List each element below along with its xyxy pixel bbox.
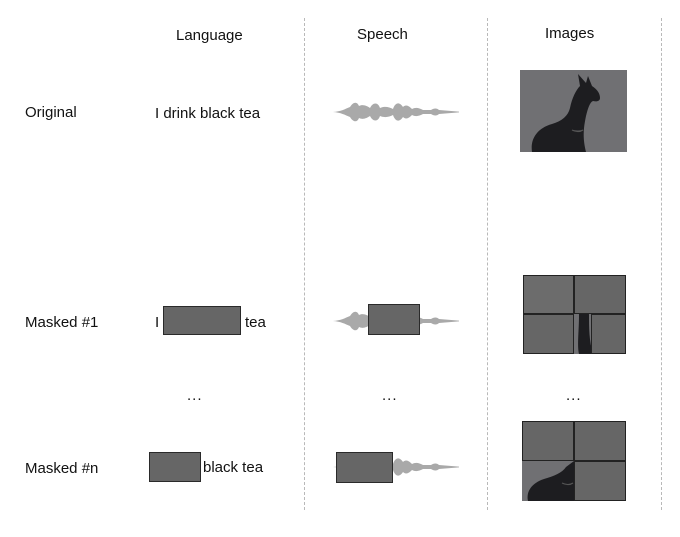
masked-1-word-before: I bbox=[155, 314, 160, 331]
speech-waveform-icon bbox=[333, 98, 459, 126]
column-header-images: Images bbox=[545, 25, 595, 42]
ellipsis-language: ... bbox=[187, 387, 203, 404]
image-tile-top-right bbox=[574, 275, 626, 314]
column-header-language: Language bbox=[176, 27, 243, 44]
masked-1-text-mask bbox=[163, 306, 241, 335]
image-tile-top-left bbox=[523, 275, 574, 314]
masked-1-image-grid bbox=[523, 275, 626, 354]
ellipsis-speech: ... bbox=[382, 387, 398, 404]
divider-images-right bbox=[661, 18, 662, 510]
original-sentence: I drink black tea bbox=[155, 105, 261, 122]
dog-photo-original bbox=[520, 70, 627, 152]
row-label-original: Original bbox=[25, 104, 77, 121]
masked-n-text-mask bbox=[149, 452, 201, 482]
masked-n-speech-mask bbox=[336, 452, 393, 483]
row-label-masked-n: Masked #n bbox=[25, 460, 99, 477]
divider-language-speech bbox=[304, 18, 305, 510]
masked-1-word-after: tea bbox=[245, 314, 266, 331]
image-tile-top-right bbox=[574, 421, 626, 461]
image-tile-bottom-left bbox=[523, 314, 574, 354]
row-label-masked-1: Masked #1 bbox=[25, 314, 99, 331]
image-tile-bottom-right bbox=[591, 314, 626, 354]
image-tile-bottom-right bbox=[574, 461, 626, 501]
masked-n-word-after: black tea bbox=[203, 459, 264, 476]
divider-speech-images bbox=[487, 18, 488, 510]
masked-n-image-grid bbox=[522, 421, 626, 501]
ellipsis-images: ... bbox=[566, 387, 582, 404]
column-header-speech: Speech bbox=[357, 26, 408, 43]
masked-1-speech-mask bbox=[368, 304, 420, 335]
image-tile-top-left bbox=[522, 421, 574, 461]
